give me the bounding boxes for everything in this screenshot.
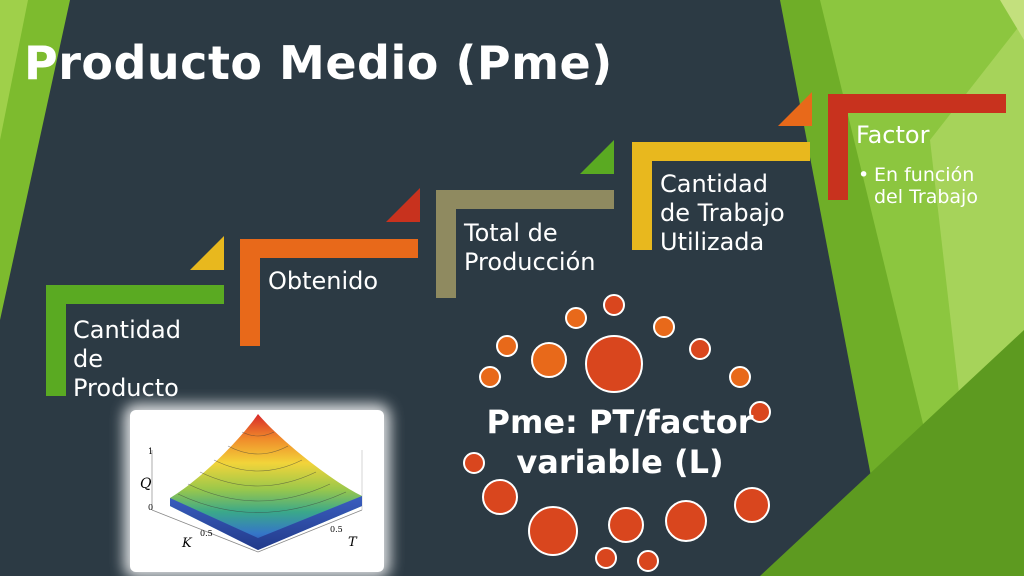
text-line: Obtenido <box>268 267 379 295</box>
ring-circle <box>528 506 578 556</box>
step-3-bracket <box>436 190 614 298</box>
ring-circle <box>595 547 617 569</box>
corner-green <box>1000 0 1024 40</box>
step-2-bracket <box>240 239 418 346</box>
ring-circle <box>689 338 711 360</box>
text-line: de <box>73 345 103 373</box>
text-line: Utilizada <box>660 228 765 256</box>
ring-circle <box>603 294 625 316</box>
formula-line-2: variable (L) <box>516 443 724 481</box>
x-axis-label: K <box>181 536 193 551</box>
ring-circle <box>729 366 751 388</box>
ring-circle <box>608 507 644 543</box>
step-1-arrow <box>190 236 224 270</box>
bullet-dot-icon: • <box>858 164 870 186</box>
ring-circle <box>463 452 485 474</box>
ring-circle <box>585 335 643 393</box>
axis-line <box>151 509 259 553</box>
text-line: Cantidad <box>73 316 181 344</box>
step-2-text: Obtenido <box>268 267 408 296</box>
ring-circle <box>479 366 501 388</box>
ring-circle <box>496 335 518 357</box>
step-2-label: Obtenido <box>268 267 408 296</box>
step-5-label: Factor <box>856 121 1006 150</box>
circle-ring-decoration <box>463 294 771 572</box>
ring-circle <box>734 487 770 523</box>
text-line: Producto <box>73 374 179 402</box>
formula-text: Pme: PT/factor variable (L) <box>470 402 770 482</box>
z-axis-label: Q <box>140 476 152 492</box>
step-1-bracket <box>46 285 224 396</box>
axis-line <box>257 509 363 553</box>
ring-circle <box>482 479 518 515</box>
text-line: de Trabajo <box>660 199 785 227</box>
left-green-triangle-top <box>0 0 70 320</box>
text-line: del Trabajo <box>874 186 978 208</box>
ring-circle <box>565 307 587 329</box>
text-line: En función <box>874 164 975 186</box>
ring-circle <box>653 316 675 338</box>
step-3-arrow <box>580 140 614 174</box>
text-line: Cantidad <box>660 170 768 198</box>
x-tick: 0.5 <box>200 529 213 538</box>
production-surface-figure: Q 1 0 K 0.5 T 0.5 <box>130 410 384 572</box>
right-bottom-green <box>760 330 1024 576</box>
step-5-text: Factor <box>856 121 1006 150</box>
formula-line-1: Pme: PT/factor <box>486 403 754 441</box>
z-tick-bottom: 0 <box>148 503 153 512</box>
text-line: Factor <box>856 121 930 149</box>
text-line: Producción <box>464 248 596 276</box>
ring-circle <box>531 342 567 378</box>
contour-lines <box>177 431 347 513</box>
step-5-bracket <box>828 94 1006 200</box>
surface-base <box>170 496 362 550</box>
z-tick-top: 1 <box>148 447 153 456</box>
step-4-bracket <box>632 142 810 250</box>
y-axis-label: T <box>348 535 358 550</box>
text-line: Total de <box>464 219 558 247</box>
ring-circle <box>637 550 659 572</box>
left-green-triangle-light <box>0 0 28 140</box>
slide-title: Producto Medio (Pme) <box>24 36 613 90</box>
step-2-arrow <box>386 188 420 222</box>
y-tick: 0.5 <box>330 525 343 534</box>
ring-circle <box>749 401 771 423</box>
surface-plot: Q 1 0 K 0.5 T 0.5 <box>140 414 363 553</box>
ring-circle <box>665 500 707 542</box>
step-4-arrow <box>778 92 812 126</box>
